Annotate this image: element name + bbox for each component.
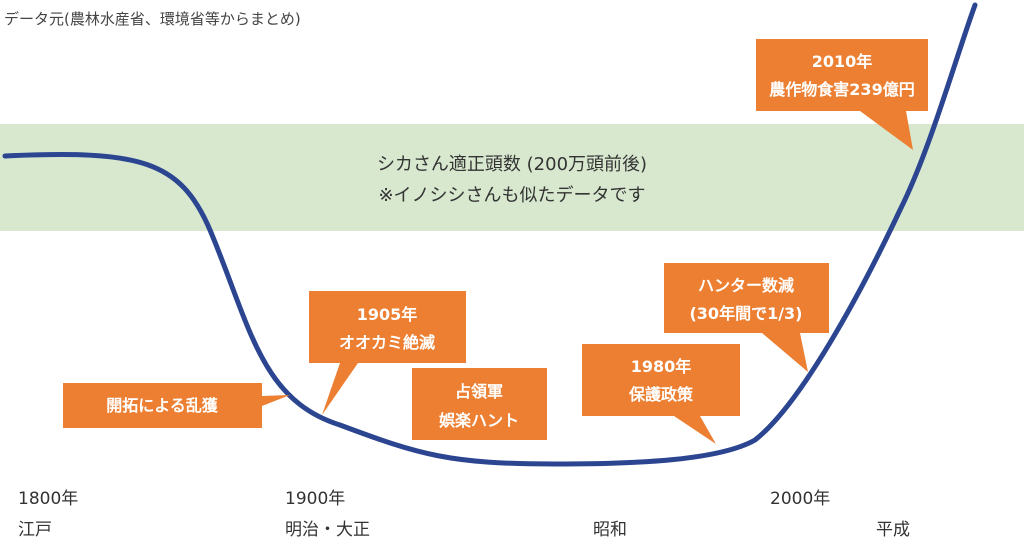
era-label-meiji-taisho: 明治・大正 [285,520,370,540]
era-label-heisei: 平成 [876,520,910,540]
population-curve [2,2,978,467]
callout-kaitaku-line1: 開拓による乱獲 [106,396,219,415]
callout-wolf: 1905年 オオカミ絶滅 [309,291,466,415]
callout-protection-line2: 保護政策 [628,385,694,404]
callout-hunters-line1: ハンター数減 [698,276,794,295]
callout-damage-line1: 2010年 [812,52,873,71]
callout-wolf-line1: 1905年 [357,305,418,324]
callout-protection: 1980年 保護政策 [582,344,740,444]
callout-kaitaku: 開拓による乱獲 [63,383,290,428]
year-label-1900: 1900年 [285,489,346,509]
era-label-edo: 江戸 [18,520,52,540]
year-label-2000: 2000年 [770,489,831,509]
callout-wolf-line2: オオカミ絶滅 [339,333,435,352]
callout-hunters: ハンター数減 (30年間で1/3) [664,263,829,372]
band-label-line2: ※イノシシさんも似たデータです [378,185,646,206]
callout-damage-line2: 農作物食害239億円 [769,80,914,99]
callout-hunters-line2: (30年間で1/3) [689,304,802,323]
callout-occupation-line1: 占領軍 [455,382,503,401]
source-note: データ元(農林水産省、環境省等からまとめ) [4,10,301,28]
band-label-line1: シカさん適正頭数 (200万頭前後) [376,154,648,175]
callout-occupation-line2: 娯楽ハント [439,411,519,430]
year-label-1800: 1800年 [18,489,79,509]
era-label-showa: 昭和 [593,520,627,540]
callout-damage: 2010年 農作物食害239億円 [756,39,928,150]
callout-occupation: 占領軍 娯楽ハント [412,368,547,440]
callout-protection-line1: 1980年 [631,357,692,376]
